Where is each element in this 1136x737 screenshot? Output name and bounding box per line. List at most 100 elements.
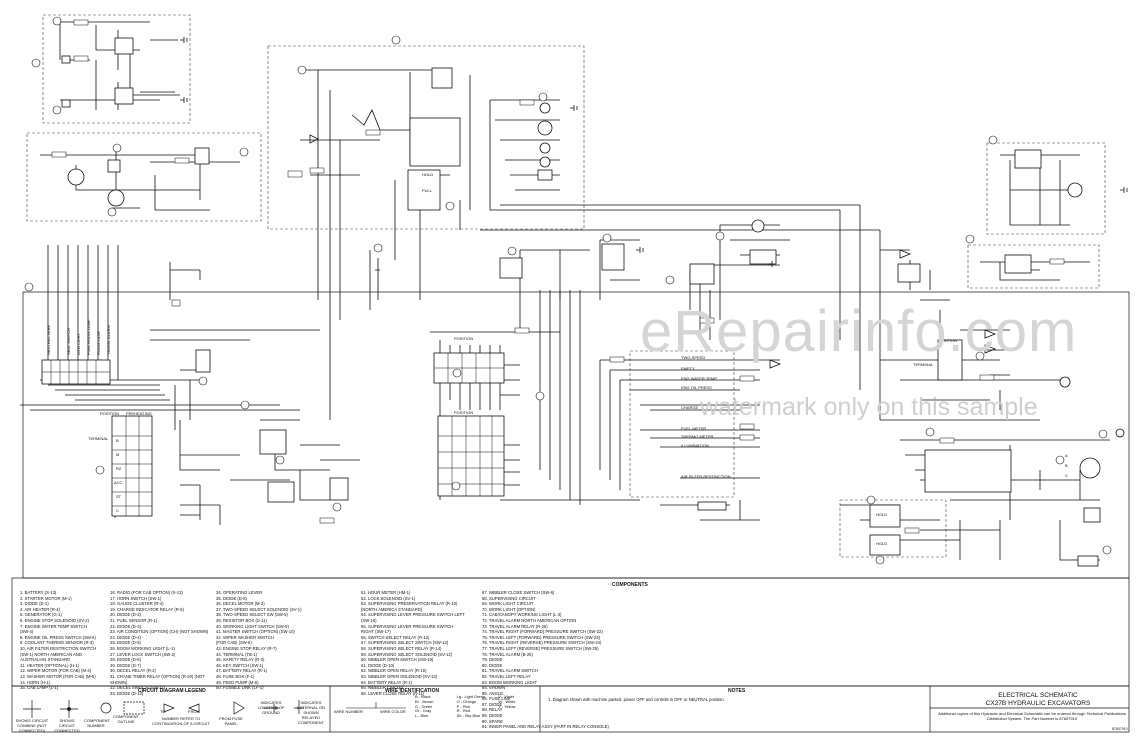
list-item: 49. FEED PUMP (M-6) xyxy=(216,679,259,685)
list-item: 25. DIODE (D-5) xyxy=(110,640,141,646)
list-item: 56. SWITCH SELECT RELAY (R-12) xyxy=(361,634,430,640)
list-item: 75. TRAVEL LEFT (FORWARD) PRESSURE SWITC… xyxy=(482,634,600,640)
list-item: 13. WASHER MOTOR (FOR CAB) (M-5) xyxy=(20,673,96,679)
list-item: 4. AIR HEATER (R-4) xyxy=(20,606,60,612)
list-item: 32. DECEL SWITCH (SW-11) xyxy=(110,685,165,691)
list-item: 69. WORK LIGHT CIRCUIT xyxy=(482,601,534,607)
list-item: 60. NIBBLER OPEN SWITCH (SW-19) xyxy=(361,657,434,663)
lamp-label: AIR FILTER RESTRICTION xyxy=(681,474,731,479)
list-item: 70. WORK LIGHT (OPTION) xyxy=(482,606,536,612)
legend-to: TO xyxy=(160,709,166,714)
position-label: POSITION xyxy=(454,410,474,415)
list-item: 20. DIODE (D-2) xyxy=(110,612,141,618)
list-item: 48. FUSE BOX (F-1) xyxy=(216,673,255,679)
list-item: 14. HORN (H-1) xyxy=(20,679,51,685)
list-item: 52. LOCK SOLENOID (SV-1) xyxy=(361,595,416,601)
list-item: 31. CRANE TIMER RELAY (OPTION) (R-20) (N… xyxy=(110,673,205,679)
svg-text:TRAVEL ALARM: TRAVEL ALARM xyxy=(106,325,111,355)
preheating-label: PREHEATING xyxy=(126,411,152,416)
list-item: 40. WORKING LIGHT SWITCH (SW-9) xyxy=(216,623,289,629)
list-item: 35. DIODE (D-8) xyxy=(216,595,247,601)
list-item: 50. FUSIBLE LINK (LF-1) xyxy=(216,685,264,691)
key-position: C xyxy=(116,508,119,513)
list-item: 89. DIODE xyxy=(482,713,503,719)
position-label: POSITION xyxy=(100,411,120,416)
list-item: 43. ENGINE STOP RELAY (R-7) xyxy=(216,645,277,651)
list-item: B - Black xyxy=(415,694,431,699)
list-item: 3. DIODE (D-1) xyxy=(20,601,49,607)
title-line-3: Additional copies of this Hydraulic and … xyxy=(938,711,1126,721)
position-label: POSITION xyxy=(938,338,958,343)
doc-number: 87607910 xyxy=(1112,727,1128,731)
wire-id-title: WIRE IDENTIFICATION xyxy=(385,688,440,694)
list-item: W - White xyxy=(498,698,516,704)
list-item: Br - Brown xyxy=(415,698,434,704)
list-item: 42. WIPER WASHER SWITCH xyxy=(216,634,274,640)
list-item: SHOWN) xyxy=(110,679,128,685)
list-item: 84. SHOWN xyxy=(482,685,506,691)
list-item: 63. NIBBLER OPEN SOLENOID (SV-13) xyxy=(361,673,438,679)
list-item: 85. ANGLE xyxy=(482,690,503,696)
list-item: 47. BATTERY RELAY (R-1) xyxy=(216,668,268,674)
list-item: 71. CAB/CANOPY WORKING LIGHT (L-3) xyxy=(482,612,562,618)
legend-item: COMPONENT NUMBER xyxy=(84,718,110,728)
list-item: 51. HOUR METER (HM-1) xyxy=(361,590,411,595)
list-item: 66. LEVER CLOSE RELAY (R-11) xyxy=(361,690,425,696)
wire-number-label: WIRE NUMBER xyxy=(334,709,363,714)
list-item: 17. HORN SWITCH (SW-1) xyxy=(110,595,162,601)
list-item: O - Orange xyxy=(456,698,477,704)
list-item: 87. DIODE xyxy=(482,701,503,707)
list-item: 26. BOOM WORKING LIGHT (L-1) xyxy=(110,645,175,651)
connector-label: B xyxy=(1065,463,1068,468)
hold-label: HOLD xyxy=(422,172,434,177)
lamp-label: THERMO METER xyxy=(681,434,714,439)
list-item: AUSTRALIAN STANDARD xyxy=(20,657,71,663)
legend-title: CIRCUIT DIAGRAM LEGEND xyxy=(138,688,206,694)
key-position: M xyxy=(116,452,120,457)
list-item: G - Green xyxy=(415,703,433,709)
list-item: 27. LEVER LOCK SWITCH (SW-2) xyxy=(110,651,176,657)
components-col-4: 51. HOUR METER (HM-1)52. LOCK SOLENOID (… xyxy=(361,590,501,696)
list-item: 36. DECEL MOTOR (M-3) xyxy=(216,601,265,607)
list-item: R - Red xyxy=(456,708,471,714)
list-item: 44. TERMINAL (TB-1) xyxy=(216,651,257,657)
list-item: (SW-16) xyxy=(361,617,377,623)
list-item: 37. TWO-SPEED SELECT SOLENOID (SV-1) xyxy=(216,606,302,612)
list-item: 73. TRAVEL ALARM RELAY (R-26) xyxy=(482,623,548,629)
components-col-5: 67. NIBBLER CLOSE SWITCH (SW-6)68. SUPER… xyxy=(482,590,622,730)
list-item: 10. AIR FILTER RESTRICTION SWITCH xyxy=(20,645,97,651)
list-item: 80. DIODE xyxy=(482,662,503,668)
list-item: 83. BOOM WORKING LIGHT xyxy=(482,679,537,685)
list-item: Sb - Sky Blue xyxy=(456,713,481,719)
legend-item: INDICATES EXTERNAL OR SHOWN RELAYED COMP… xyxy=(296,700,326,725)
list-item: L - Blue xyxy=(415,713,429,719)
title-line-1: ELECTRICAL SCHEMATIC xyxy=(998,692,1078,699)
list-item: 68. SUPERVISING CIRCUIT xyxy=(482,595,536,601)
list-item: (NORTH AMERICA STANDARD) xyxy=(361,606,423,612)
list-item: 61. DIODE (D-10) xyxy=(361,662,395,668)
list-item: 1. BATTERY (S-13) xyxy=(20,590,57,595)
list-item: 12. WIPER MOTOR (FOR CAB) (M-4) xyxy=(20,668,92,674)
terminal-label: TERMINAL xyxy=(913,362,934,367)
hold-label: HOLD xyxy=(876,512,888,517)
list-item: 7. ENGINE WATER TEMP SWITCH xyxy=(20,623,87,629)
lamp-label: ENG WATER TEMP xyxy=(681,376,717,381)
notes-title: NOTES xyxy=(728,688,746,694)
list-item: 54. SUPERVISING LEVER PRESSURE SWITCH LE… xyxy=(361,612,465,618)
list-item: 29. DIODE (D-7) xyxy=(110,662,141,668)
legend-item: FROM FUSE PANEL xyxy=(219,716,243,726)
position-label: POSITION xyxy=(454,336,474,341)
list-item: Gr - Gray xyxy=(415,708,432,714)
legend-item: NUMBER REFER TO CONTINUATION OF A CIRCUI… xyxy=(152,716,210,726)
list-item: 78. TRAVEL ALARM (B-25) xyxy=(482,651,533,657)
list-item: 59. SUPERVISING SELECT SOLENOID (SV-12) xyxy=(361,651,453,657)
list-item: 34. OPERATING LEVER xyxy=(216,590,263,595)
list-item: 86. FUSE LINK xyxy=(482,696,511,702)
lamp-label: ILLUMINATION xyxy=(681,443,709,448)
svg-text:SEAT SWITCH: SEAT SWITCH xyxy=(66,328,71,355)
notes-text: 1. Diagram shown with machine parked, po… xyxy=(548,697,725,702)
lamp-label: EMPTY xyxy=(681,366,695,371)
svg-text:LOW LIGHT: LOW LIGHT xyxy=(76,332,81,355)
